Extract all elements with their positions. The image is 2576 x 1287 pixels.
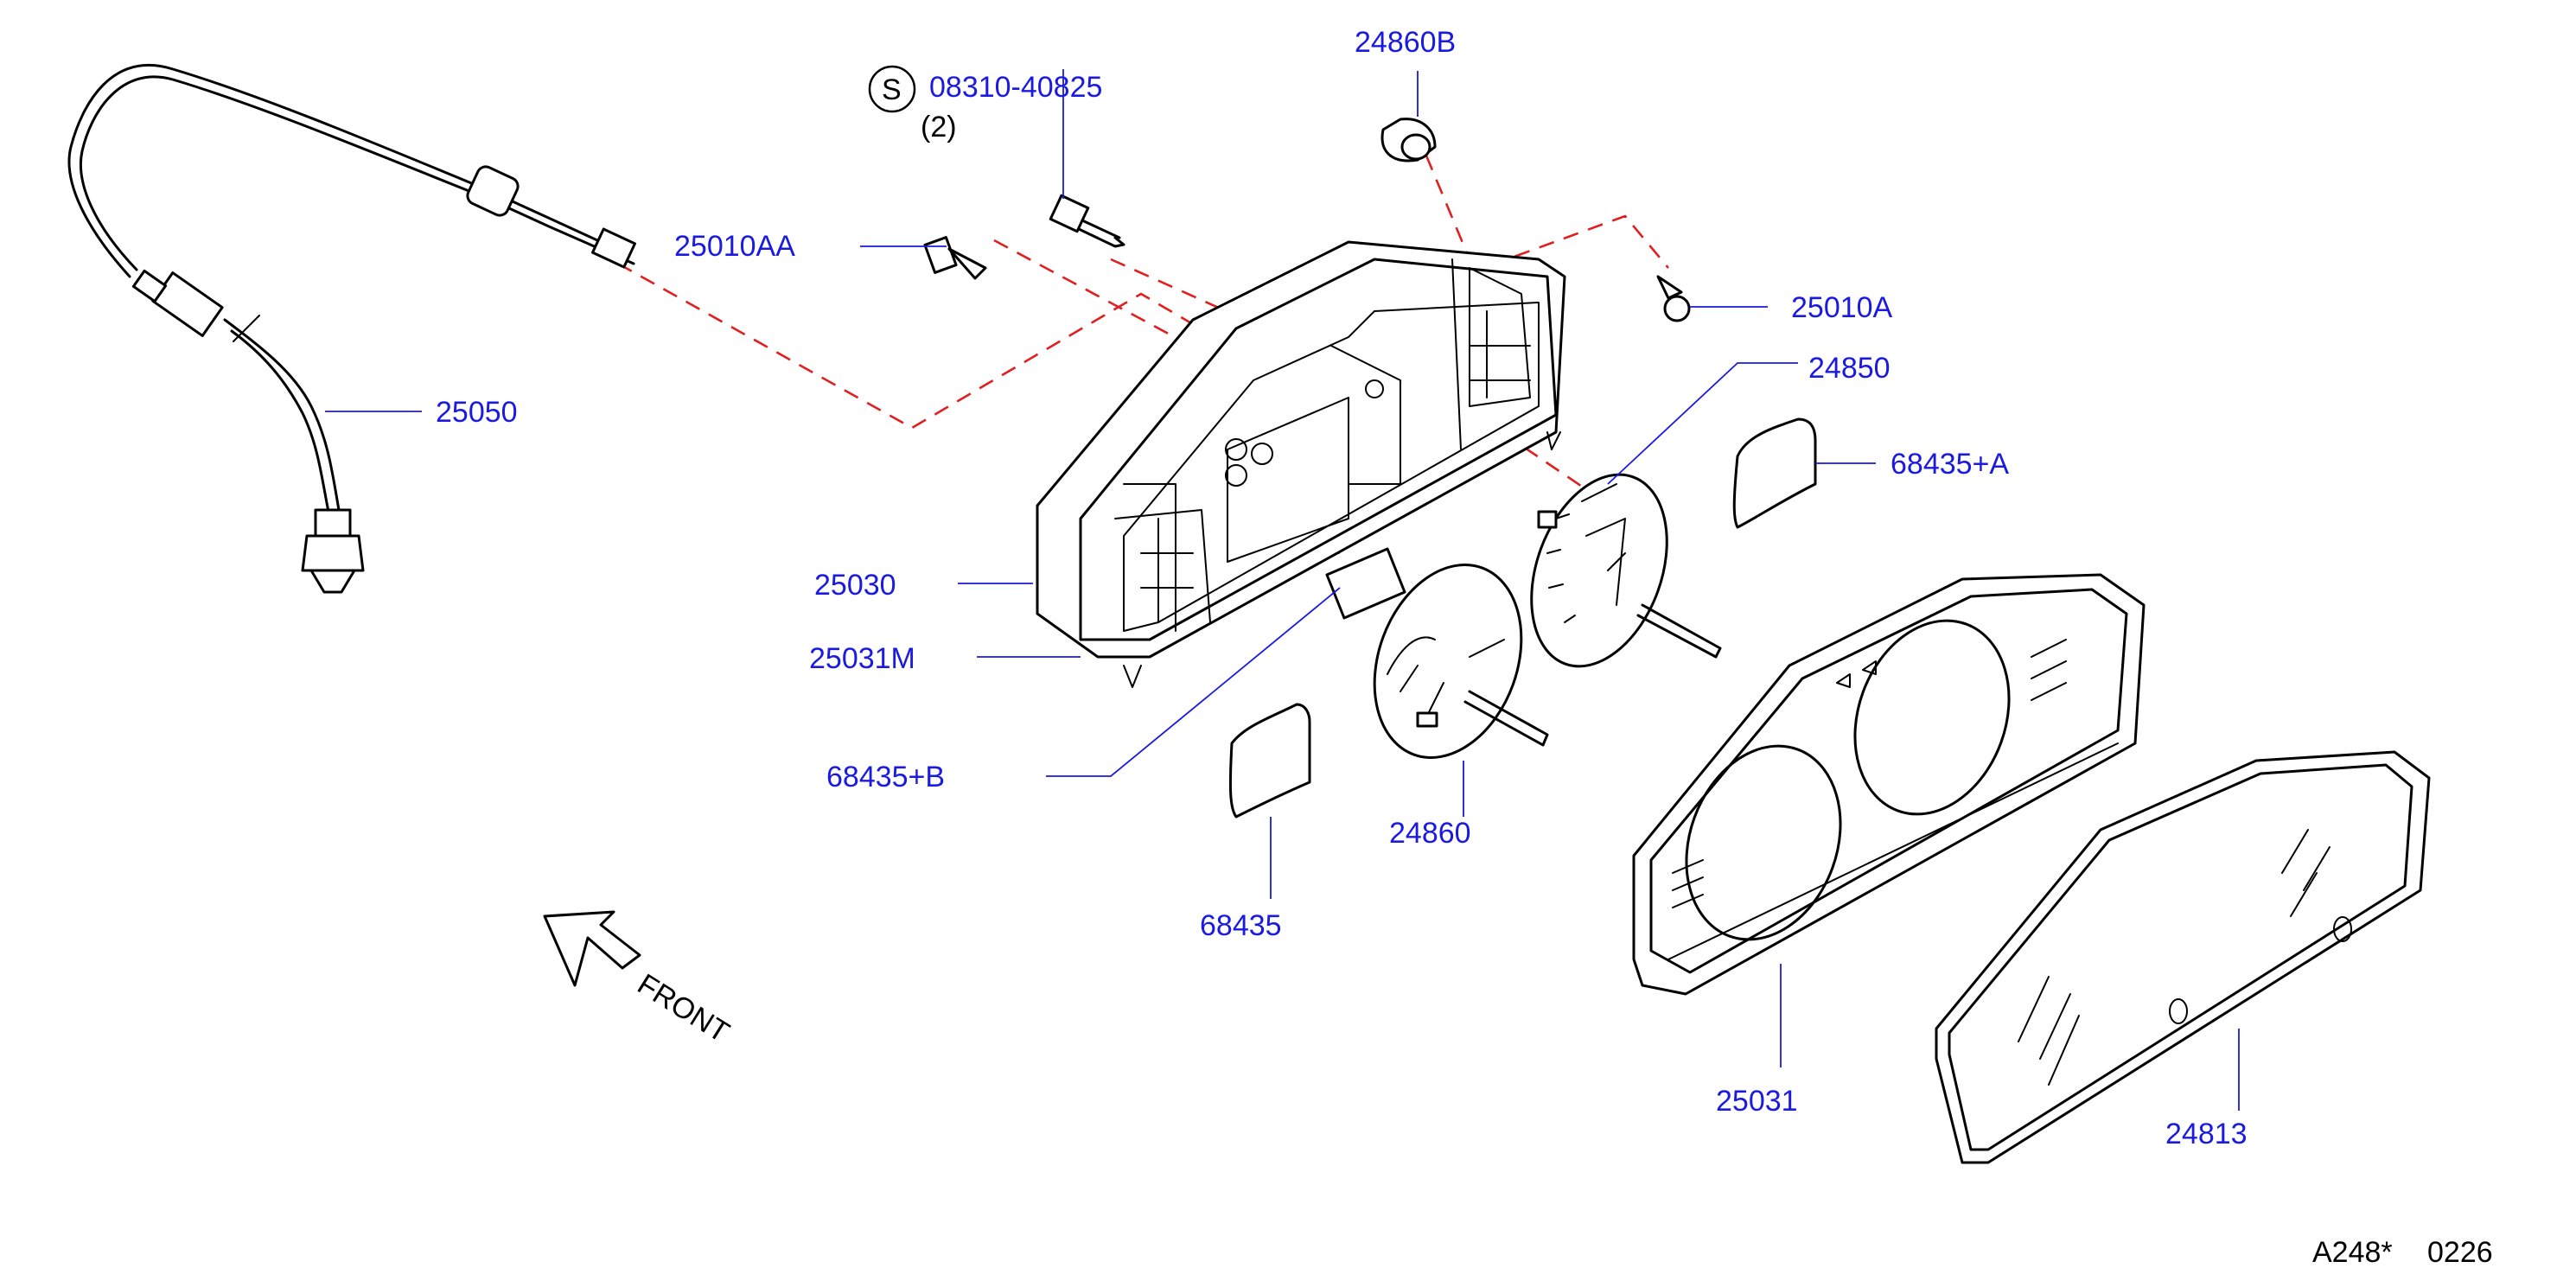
cover-68435A[interactable]: [1732, 417, 1817, 529]
callout-qty: (2): [921, 111, 957, 143]
callout-labels: 25050 08310-40825 (2) 25010AA 24860B 250…: [436, 26, 2248, 1150]
callout-25031[interactable]: 25031: [1716, 1085, 1798, 1118]
meter-lens-24813[interactable]: [1935, 750, 2431, 1164]
front-label: FRONT: [632, 968, 735, 1049]
callout-25010A[interactable]: 25010A: [1791, 291, 1893, 324]
callout-24850[interactable]: 24850: [1808, 352, 1891, 385]
callout-68435B[interactable]: 68435+B: [826, 761, 945, 793]
callout-25010AA[interactable]: 25010AA: [674, 230, 795, 263]
standard-part-symbol: S: [868, 65, 916, 113]
tachometer-24860[interactable]: [1349, 545, 1549, 779]
callout-24860B[interactable]: 24860B: [1355, 26, 1456, 59]
cover-68435[interactable]: [1228, 703, 1311, 819]
speedometer-24850[interactable]: [1507, 456, 1722, 685]
callout-24860[interactable]: 24860: [1389, 817, 1471, 850]
callout-25030[interactable]: 25030: [814, 569, 896, 602]
diagram-number: 0226: [2427, 1236, 2493, 1269]
screw-08310[interactable]: [1049, 194, 1125, 248]
callout-08310-40825[interactable]: 08310-40825: [929, 71, 1102, 104]
front-direction-arrow: FRONT: [543, 910, 735, 1049]
callout-68435[interactable]: 68435: [1200, 909, 1282, 942]
meter-mask-25031[interactable]: [1632, 573, 2146, 996]
clip-24860B[interactable]: [1380, 118, 1437, 162]
diagram-code: A248*: [2312, 1236, 2393, 1269]
callout-68435A[interactable]: 68435+A: [1891, 448, 2009, 481]
meter-housing-25030[interactable]: [1036, 240, 1566, 688]
diagram-reference: A248* 0226: [2312, 1236, 2493, 1269]
speedometer-cable[interactable]: [67, 63, 636, 594]
leader-lines: [325, 69, 2240, 1111]
callout-25050[interactable]: 25050: [436, 396, 518, 429]
callout-25031M[interactable]: 25031M: [809, 642, 915, 675]
callout-24813[interactable]: 24813: [2165, 1118, 2248, 1150]
screw-25010AA[interactable]: [923, 236, 987, 280]
label-plate-68435B[interactable]: [1325, 547, 1406, 620]
screw-25010A[interactable]: [1656, 275, 1691, 322]
s-symbol-text: S: [882, 73, 902, 106]
